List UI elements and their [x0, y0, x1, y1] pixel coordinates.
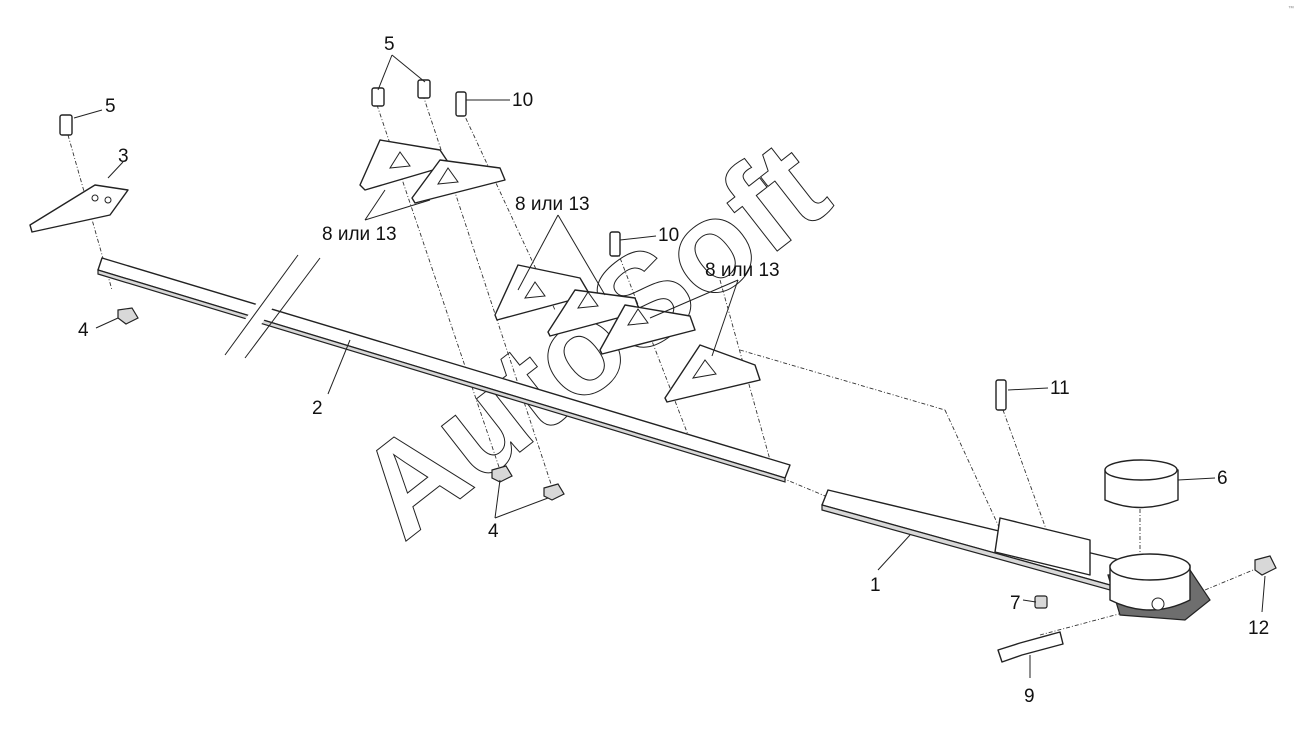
bolt-5-b: [417, 79, 431, 99]
bolt-11: [995, 379, 1007, 411]
nut-4-b: [543, 483, 565, 501]
callout-11: 11: [1050, 378, 1070, 399]
leader-lines: [73, 54, 1266, 678]
callout-8-or-13-left: 8 или 13: [322, 224, 397, 245]
nut-4-left: [117, 307, 139, 325]
svg-text:AutoSoft: AutoSoft: [331, 112, 853, 565]
part-3-plate: [29, 184, 129, 233]
callout-9: 9: [1024, 686, 1035, 707]
bolt-10-top: [455, 91, 467, 117]
callout-8-or-13-middle: 8 или 13: [515, 194, 590, 215]
callout-4-bottom: 4: [488, 521, 499, 542]
bolt-9: [997, 631, 1064, 663]
callout-12: 12: [1248, 618, 1269, 639]
nut-12: [1254, 555, 1277, 576]
knife-segments: [359, 139, 761, 403]
bolt-5-left: [59, 114, 73, 136]
bolt-10-mid: [609, 231, 621, 257]
callout-10-top: 10: [512, 90, 533, 111]
corner-mark: ™: [1288, 5, 1294, 12]
callout-6: 6: [1217, 468, 1228, 489]
callout-1: 1: [870, 575, 881, 596]
part-2-knife-bar: [97, 250, 791, 483]
callout-10-mid: 10: [658, 225, 679, 246]
part-6-ring: [1104, 459, 1179, 509]
callout-3: 3: [118, 146, 129, 167]
bolt-5-a: [371, 87, 385, 107]
fasteners: [59, 79, 1277, 663]
watermark: AutoSoft: [330, 112, 853, 566]
callout-5-top: 5: [384, 34, 395, 55]
part-1-bracket-bar: [821, 489, 1121, 591]
callout-8-or-13-right: 8 или 13: [705, 260, 780, 281]
callout-7: 7: [1010, 593, 1021, 614]
bushing-7: [1034, 595, 1048, 609]
callout-labels: 5 3 4 5 10 8 или 13 8 или 13 10 8 или 13…: [78, 34, 1269, 707]
callout-4-left: 4: [78, 320, 89, 341]
callout-5-left: 5: [105, 96, 116, 117]
clamp-housing: [1107, 553, 1211, 621]
callout-2: 2: [312, 398, 323, 419]
nut-4-a: [491, 465, 513, 483]
